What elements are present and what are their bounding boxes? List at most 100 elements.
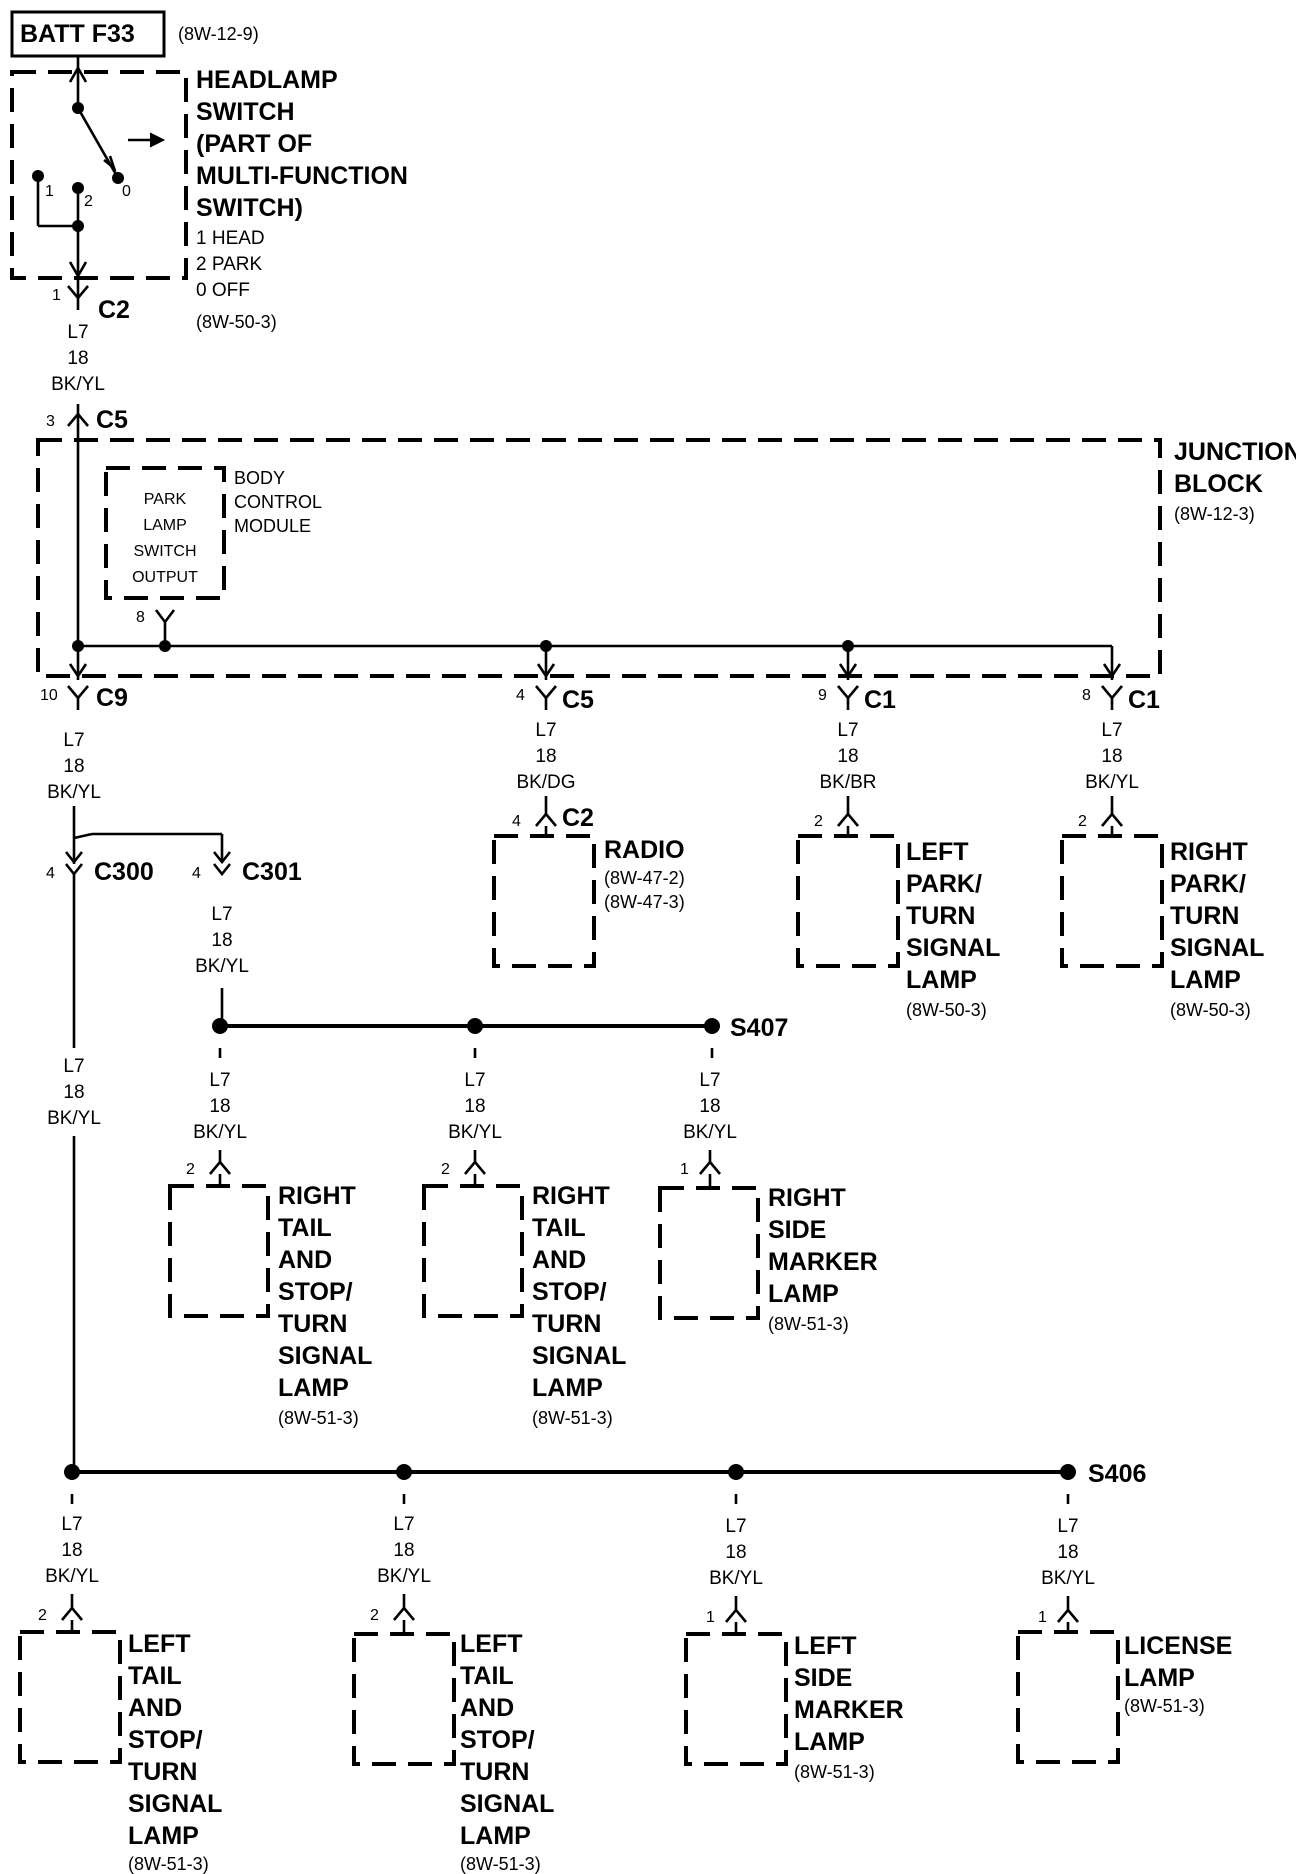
right-park-turn-box: [1060, 834, 1164, 968]
wire-label-license-lamp: L7 18 BK/YL: [1041, 1516, 1095, 1589]
svg-text:LAMP: LAMP: [143, 517, 187, 534]
svg-text:BK/BR: BK/BR: [819, 772, 876, 793]
svg-text:RIGHT: RIGHT: [532, 1182, 610, 1210]
headlamp-switch-ref: (8W-50-3): [196, 312, 277, 332]
svg-text:BK/YL: BK/YL: [448, 1122, 502, 1143]
svg-text:LEFT: LEFT: [128, 1630, 191, 1658]
svg-text:LEFT: LEFT: [906, 838, 969, 866]
svg-text:BK/YL: BK/YL: [709, 1568, 763, 1589]
right-tail-2-ref: (8W-51-3): [532, 1408, 613, 1428]
svg-text:LAMP: LAMP: [128, 1822, 199, 1850]
left-side-marker-ref: (8W-51-3): [794, 1762, 875, 1782]
wire-label-c301-out: L7 18 BK/YL: [195, 904, 249, 977]
svg-text:LAMP: LAMP: [768, 1280, 839, 1308]
switch-contact-1: 1: [45, 183, 54, 200]
radio-ref-1: (8W-47-2): [604, 868, 685, 888]
svg-text:18: 18: [393, 1540, 414, 1561]
svg-text:BLOCK: BLOCK: [1174, 470, 1263, 498]
radio-connector: [535, 796, 557, 836]
svg-text:JUNCTION: JUNCTION: [1174, 438, 1296, 466]
right-tail-2-name: RIGHT TAIL AND STOP/ TURN SIGNAL LAMP: [532, 1182, 626, 1402]
svg-text:BK/YL: BK/YL: [683, 1122, 737, 1143]
svg-text:PARK: PARK: [144, 491, 187, 508]
svg-text:LEFT: LEFT: [460, 1630, 523, 1658]
wire-label-c300-out: L7 18 BK/YL: [47, 1056, 101, 1129]
svg-text:L7: L7: [61, 1514, 82, 1535]
c300-pin: 4: [46, 865, 55, 882]
bcm-title: BODY CONTROL MODULE: [234, 468, 322, 536]
svg-text:MARKER: MARKER: [768, 1248, 878, 1276]
svg-text:18: 18: [699, 1096, 720, 1117]
c300-name: C300: [94, 858, 154, 886]
right-tail-1-box: [168, 1184, 270, 1318]
right-side-marker-ref: (8W-51-3): [768, 1314, 849, 1334]
svg-text:TURN: TURN: [906, 902, 975, 930]
right-tail-2-pin: 2: [441, 1161, 450, 1178]
svg-text:TURN: TURN: [460, 1758, 529, 1786]
sw-c2-name: C2: [98, 296, 130, 324]
headlamp-switch-box: [10, 70, 188, 280]
wire-label-jb-c9: L7 18 BK/YL: [47, 730, 101, 803]
junction-internal-bus: [68, 440, 1122, 680]
svg-text:STOP/: STOP/: [460, 1726, 535, 1754]
headlamp-switch-positions: 1 HEAD 2 PARK 0 OFF: [196, 228, 265, 301]
svg-text:SIGNAL: SIGNAL: [128, 1790, 222, 1818]
svg-text:SIGNAL: SIGNAL: [906, 934, 1000, 962]
right-side-marker-box: [658, 1186, 760, 1320]
switch-contact-2: 2: [84, 193, 93, 210]
svg-text:L7: L7: [63, 1056, 84, 1077]
svg-text:BK/YL: BK/YL: [47, 1108, 101, 1129]
right-tail-1-name: RIGHT TAIL AND STOP/ TURN SIGNAL LAMP: [278, 1182, 372, 1402]
svg-text:SIGNAL: SIGNAL: [278, 1342, 372, 1370]
bcm-inner-text: PARK LAMP SWITCH OUTPUT: [132, 491, 198, 586]
fuse-ref: (8W-12-9): [178, 24, 259, 44]
left-tail-1-connector: [61, 1594, 83, 1632]
radio-c2-pin: 4: [512, 813, 521, 830]
right-tail-1-ref: (8W-51-3): [278, 1408, 359, 1428]
radio-box: [492, 834, 596, 968]
svg-text:L7: L7: [1057, 1516, 1078, 1537]
svg-text:L7: L7: [464, 1070, 485, 1091]
svg-text:L7: L7: [1101, 720, 1122, 741]
left-side-marker-name: LEFT SIDE MARKER LAMP: [794, 1632, 904, 1756]
svg-text:18: 18: [1101, 746, 1122, 767]
svg-text:BK/YL: BK/YL: [1085, 772, 1139, 793]
svg-text:BODY: BODY: [234, 468, 285, 488]
wire-label-left-tail-2: L7 18 BK/YL: [377, 1514, 431, 1587]
svg-text:TAIL: TAIL: [278, 1214, 332, 1242]
svg-text:AND: AND: [532, 1246, 586, 1274]
jb-c5-in-pin: 3: [46, 413, 55, 430]
svg-text:TURN: TURN: [1170, 902, 1239, 930]
svg-text:L7: L7: [699, 1070, 720, 1091]
right-park-turn-connector: [1101, 796, 1123, 836]
left-park-turn-name: LEFT PARK/ TURN SIGNAL LAMP: [906, 838, 1000, 994]
svg-text:SIGNAL: SIGNAL: [460, 1790, 554, 1818]
svg-text:MARKER: MARKER: [794, 1696, 904, 1724]
svg-text:CONTROL: CONTROL: [234, 492, 322, 512]
svg-text:(PART OF: (PART OF: [196, 130, 312, 158]
svg-text:L7: L7: [725, 1516, 746, 1537]
svg-text:BK/YL: BK/YL: [47, 782, 101, 803]
svg-text:L7: L7: [211, 904, 232, 925]
wire-label-left-side-marker: L7 18 BK/YL: [709, 1516, 763, 1589]
junction-block-title: JUNCTION BLOCK: [1174, 438, 1296, 498]
headlamp-switch-contacts: [32, 56, 166, 280]
svg-text:SIGNAL: SIGNAL: [532, 1342, 626, 1370]
left-park-turn-pin: 2: [814, 813, 823, 830]
svg-text:SWITCH: SWITCH: [196, 98, 295, 126]
svg-text:18: 18: [67, 348, 88, 369]
right-park-turn-pin: 2: [1078, 813, 1087, 830]
jb-c1-right-name: C1: [1128, 686, 1160, 714]
svg-text:TAIL: TAIL: [460, 1662, 514, 1690]
svg-text:18: 18: [63, 1082, 84, 1103]
svg-text:TAIL: TAIL: [128, 1662, 182, 1690]
wire-label-right-side-marker: L7 18 BK/YL: [683, 1070, 737, 1143]
connector-symbol-jb-c5-in: [67, 404, 89, 440]
left-tail-2-box: [352, 1632, 456, 1766]
svg-text:TAIL: TAIL: [532, 1214, 586, 1242]
wire-label-left-tail-1: L7 18 BK/YL: [45, 1514, 99, 1587]
bcm-box: [104, 466, 226, 600]
jb-c1-right-pin: 8: [1082, 687, 1091, 704]
svg-text:SIDE: SIDE: [794, 1664, 852, 1692]
svg-text:SWITCH): SWITCH): [196, 194, 303, 222]
